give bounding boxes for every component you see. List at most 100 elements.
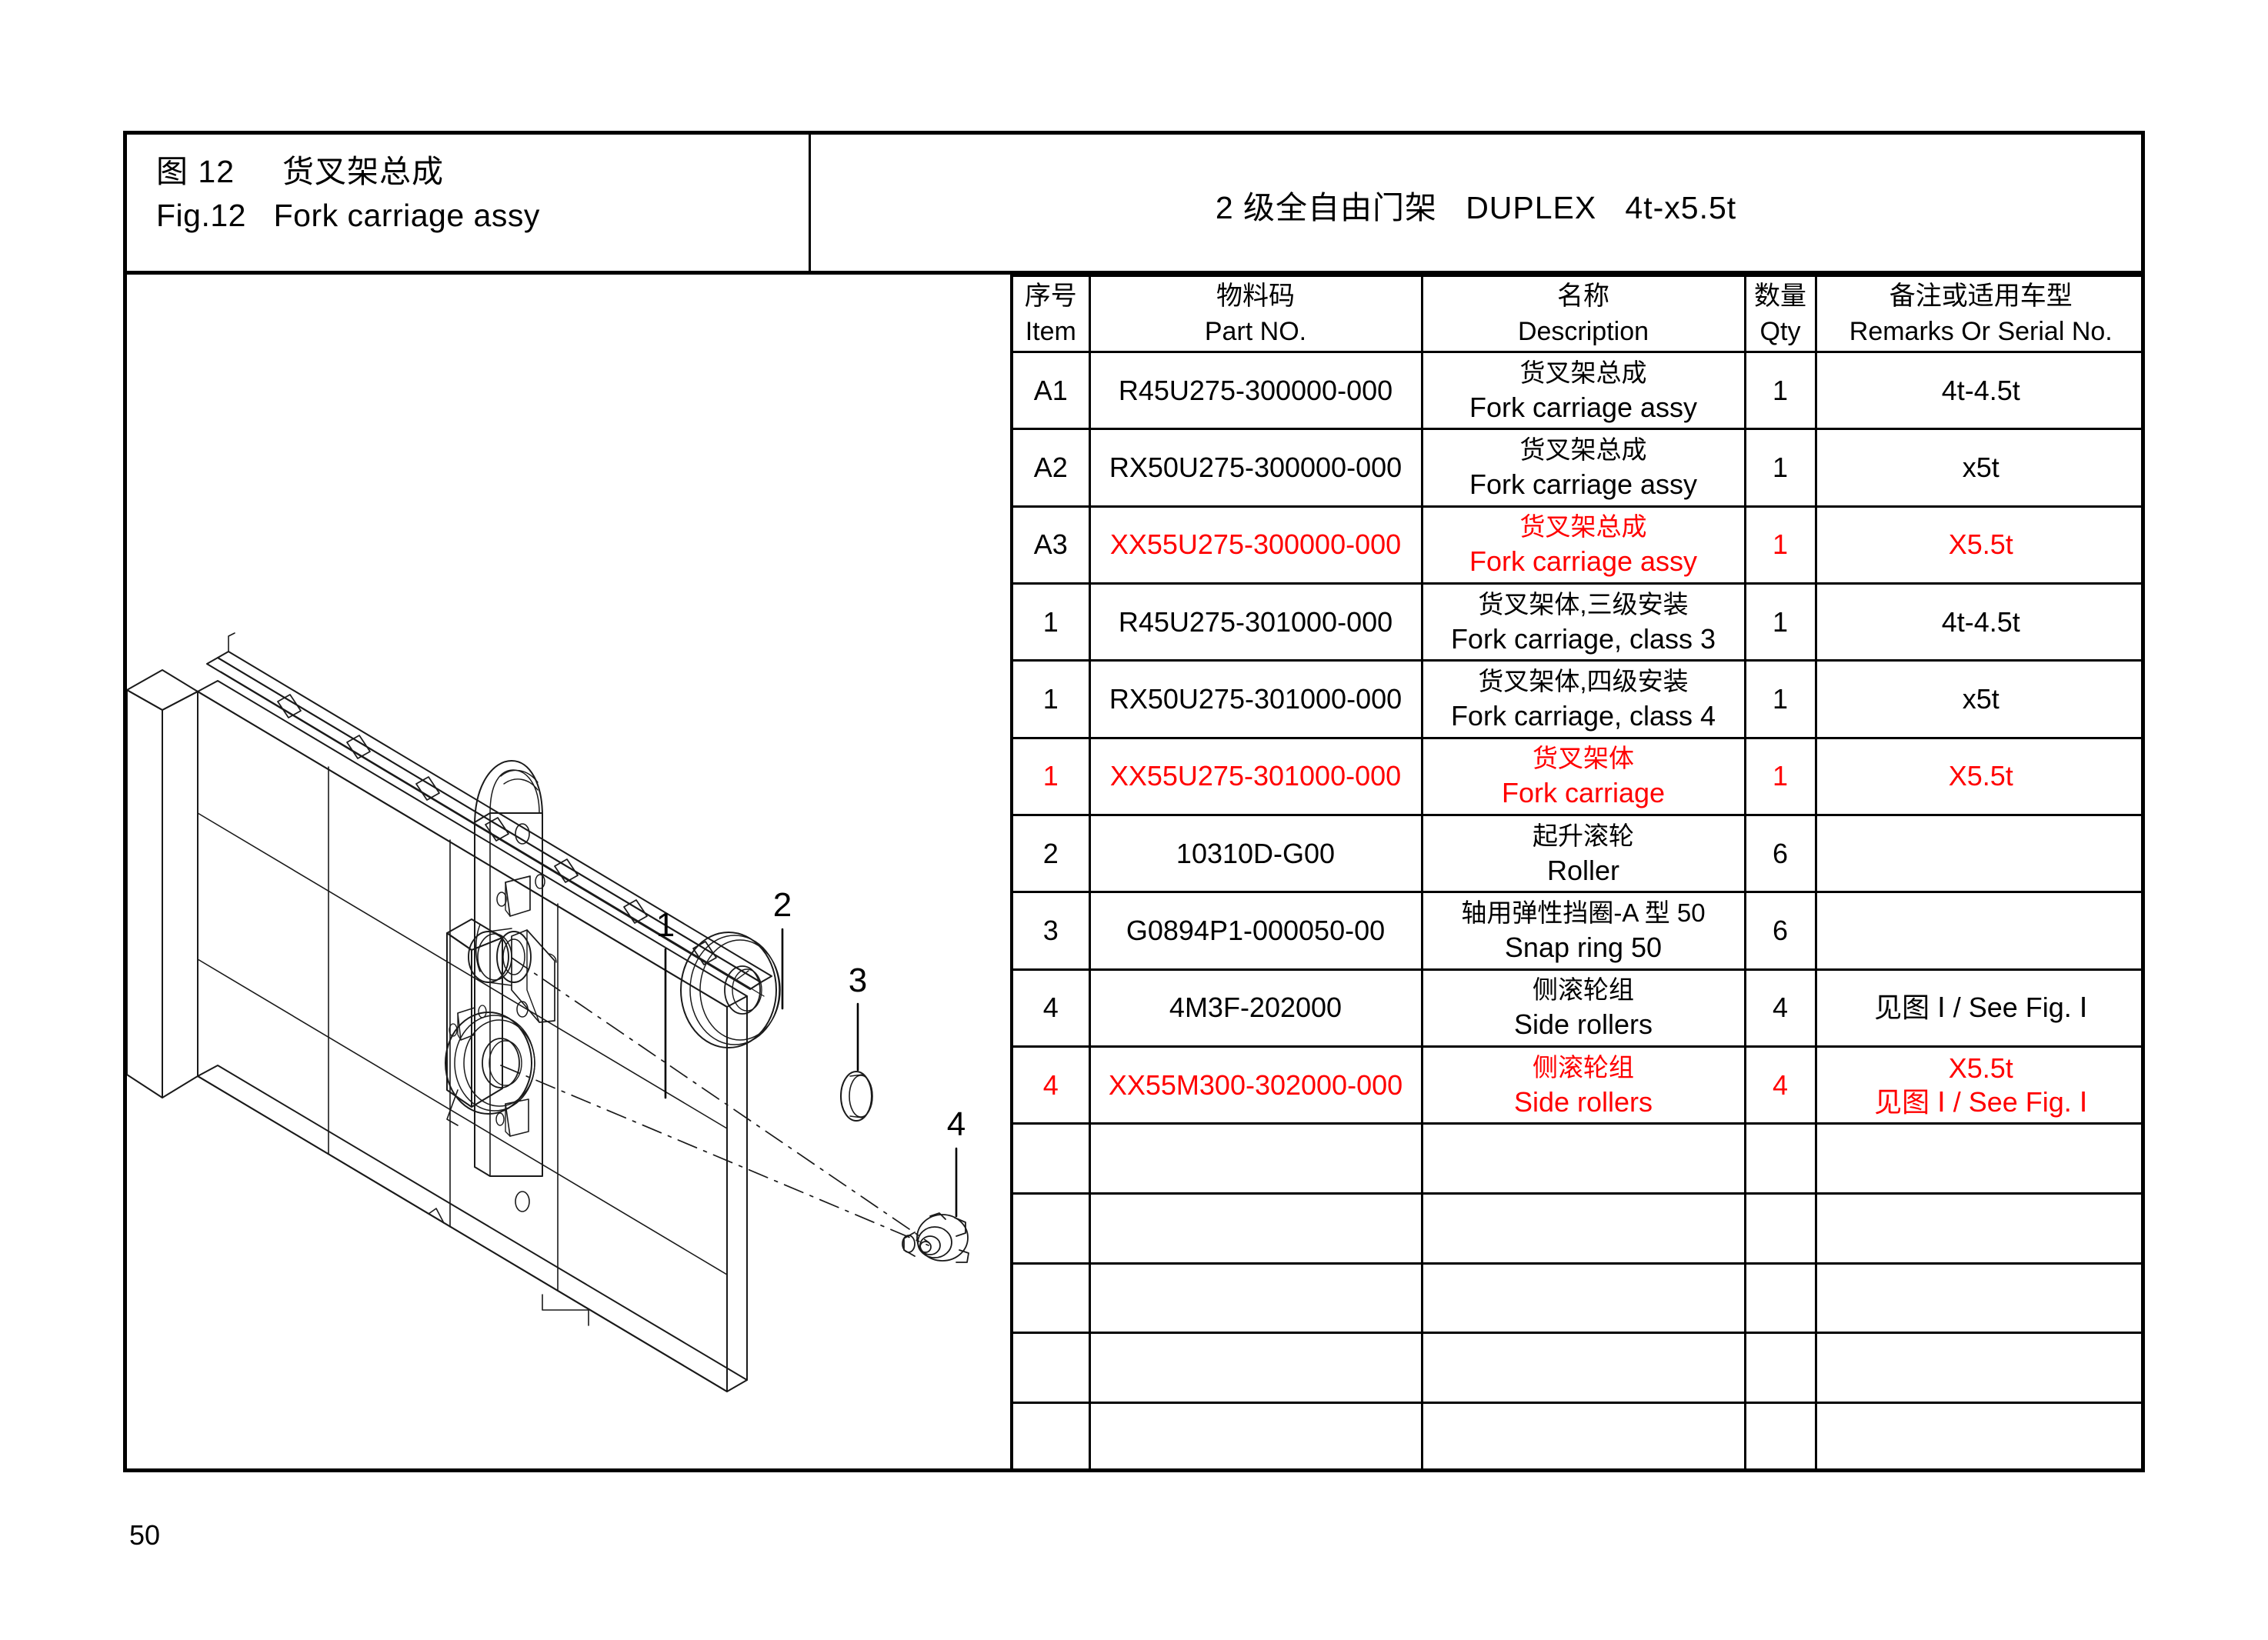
col-header-part-no: 物料码 Part NO. [1088, 275, 1423, 352]
cell-empty [1420, 1332, 1746, 1404]
table-row-empty [1013, 1332, 2145, 1404]
cell-empty [1420, 1401, 1746, 1472]
cell-item: A1 [1013, 350, 1091, 431]
cell-part-no: XX55M300-302000-000 [1088, 1045, 1423, 1125]
cell-empty [1743, 1262, 1817, 1335]
description-cn: 货叉架体,四级安装 [1478, 666, 1689, 695]
cell-description: 起升滚轮 Roller [1420, 813, 1746, 894]
description-en: Fork carriage [1501, 777, 1666, 809]
parts-table-head: 序号 Item 物料码 Part NO. 名称 Description 数量 [1013, 275, 2145, 352]
cell-part-no: XX55U275-300000-000 [1088, 505, 1423, 585]
callout-4: 4 [947, 1105, 966, 1143]
cell-description: 货叉架体 Fork carriage [1420, 736, 1746, 816]
description-en: Fork carriage assy [1469, 545, 1698, 578]
remark-line: 4t-4.5t [1941, 605, 2020, 638]
cell-qty: 6 [1743, 813, 1817, 894]
cell-qty: 6 [1743, 891, 1817, 971]
col-header-item: 序号 Item [1013, 275, 1091, 352]
col-header-qty-cn: 数量 [1754, 282, 1806, 311]
description-en: Roller [1546, 854, 1620, 886]
remark-line: 见图 Ⅰ / See Fig. Ⅰ [1874, 992, 2088, 1024]
cell-empty [1814, 1122, 2145, 1195]
description-cn: 货叉架总成 [1519, 435, 1647, 464]
table-row-empty [1013, 1192, 2145, 1265]
title-block: 图 12 货叉架总成 Fig.12 Fork carriage assy 2 级… [127, 135, 2141, 275]
cell-remarks: x5t [1814, 659, 2145, 739]
description-en: Side rollers [1513, 1085, 1653, 1118]
cell-empty [1743, 1122, 1817, 1195]
table-row-empty [1013, 1262, 2145, 1335]
description-en: Fork carriage assy [1469, 391, 1698, 423]
cell-item: 4 [1013, 1045, 1091, 1125]
cell-empty [1420, 1262, 1746, 1335]
parts-table-container: 序号 Item 物料码 Part NO. 名称 Description 数量 [1010, 275, 2145, 1472]
col-header-item-en: Item [1025, 317, 1076, 346]
cell-part-no: R45U275-300000-000 [1088, 350, 1423, 431]
description-en: Fork carriage assy [1469, 468, 1698, 500]
cell-item: 1 [1013, 736, 1091, 816]
cell-description: 货叉架总成 Fork carriage assy [1420, 428, 1746, 508]
description-en: Fork carriage, class 3 [1450, 622, 1716, 655]
cell-part-no: 10310D-G00 [1088, 813, 1423, 894]
description-en: Snap ring 50 [1504, 931, 1663, 963]
cell-empty [1420, 1122, 1746, 1195]
description-cn: 起升滚轮 [1533, 821, 1634, 850]
description-cn: 货叉架总成 [1519, 512, 1647, 542]
table-header-row: 序号 Item 物料码 Part NO. 名称 Description 数量 [1013, 275, 2145, 352]
table-row-empty [1013, 1122, 2145, 1195]
col-header-remarks-en: Remarks Or Serial No. [1849, 317, 2113, 346]
remark-line: 见图 Ⅰ / See Fig. Ⅰ [1874, 1085, 2088, 1118]
cell-empty [1814, 1192, 2145, 1265]
col-header-description: 名称 Description [1420, 275, 1746, 352]
cell-empty [1088, 1401, 1423, 1472]
cell-part-no: 4M3F-202000 [1088, 968, 1423, 1048]
description-cn: 货叉架体 [1533, 744, 1634, 773]
col-header-qty: 数量 Qty [1743, 275, 1817, 352]
figure-title-en: Fig.12 Fork carriage assy [156, 198, 540, 233]
description-cn: 侧滚轮组 [1533, 975, 1634, 1005]
cell-item: 1 [1013, 582, 1091, 662]
cell-qty: 4 [1743, 1045, 1817, 1125]
cell-item: 2 [1013, 813, 1091, 894]
figure-title-cn: 图 12 货叉架总成 [156, 154, 444, 189]
cell-empty [1743, 1332, 1817, 1404]
cell-remarks: X5.5t [1814, 505, 2145, 585]
remark-line: x5t [1962, 451, 2000, 483]
cell-empty [1088, 1262, 1423, 1335]
cell-qty: 1 [1743, 350, 1817, 431]
cell-empty [1814, 1262, 2145, 1335]
cell-qty: 1 [1743, 736, 1817, 816]
cell-part-no: G0894P1-000050-00 [1088, 891, 1423, 971]
callout-3: 3 [849, 962, 867, 999]
cell-empty [1013, 1332, 1091, 1404]
table-row-empty [1013, 1401, 2145, 1472]
exploded-drawing: 1 2 3 4 [127, 275, 1010, 1472]
description-cn: 货叉架总成 [1519, 358, 1647, 387]
cell-item: A2 [1013, 428, 1091, 508]
fork-carriage-diagram: 1 2 3 4 [127, 632, 969, 1392]
col-header-part-no-cn: 物料码 [1216, 282, 1295, 311]
mast-model-title: 2 级全自由门架 DUPLEX 4t-x5.5t [1215, 190, 1737, 225]
figure-title: 图 12 货叉架总成 Fig.12 Fork carriage assy [156, 150, 795, 238]
col-header-qty-en: Qty [1759, 317, 1801, 346]
parts-table: 序号 Item 物料码 Part NO. 名称 Description 数量 [1013, 275, 2145, 1472]
cell-empty [1814, 1332, 2145, 1404]
cell-empty [1013, 1262, 1091, 1335]
cell-qty: 1 [1743, 428, 1817, 508]
cell-empty [1743, 1401, 1817, 1472]
cell-empty [1013, 1192, 1091, 1265]
cell-part-no: R45U275-301000-000 [1088, 582, 1423, 662]
cell-remarks [1814, 813, 2145, 894]
cell-qty: 1 [1743, 505, 1817, 585]
description-cn: 轴用弹性挡圈-A 型 50 [1461, 898, 1706, 927]
